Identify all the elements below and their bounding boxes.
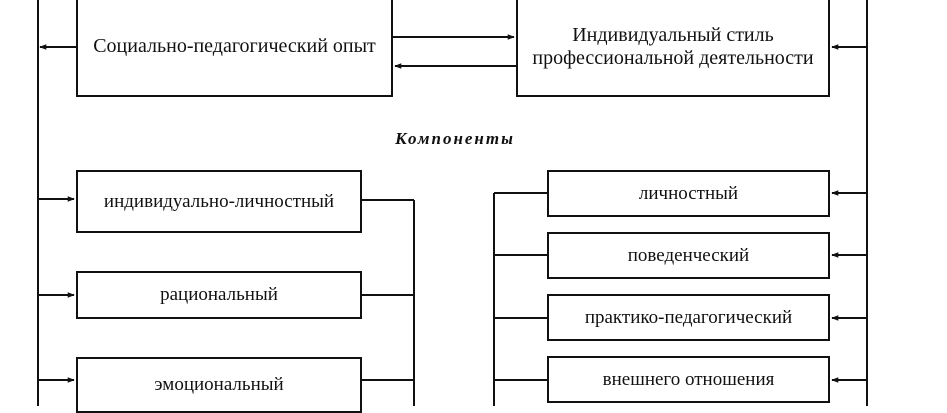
box-individual-personal-label: индивидуально-личностный — [103, 190, 335, 212]
box-personal: личностный — [547, 170, 830, 217]
box-practical-pedagogical: практико-педагогический — [547, 294, 830, 341]
box-external-attitude: внешнего отношения — [547, 356, 830, 403]
box-behavioral: поведенческий — [547, 232, 830, 279]
box-practical-pedagogical-label: практико-педагогический — [584, 306, 793, 328]
box-social-pedagogical-experience-label: Социально-педагогический опыт — [93, 35, 376, 57]
box-emotional: эмоциональный — [76, 357, 362, 413]
box-behavioral-label: поведенческий — [627, 244, 750, 266]
components-heading: Компоненты — [395, 129, 515, 148]
box-individual-style-label: Индивидуальный стиль профессиональной де… — [532, 23, 814, 69]
box-individual-personal: индивидуально-личностный — [76, 170, 362, 233]
box-emotional-label: эмоциональный — [154, 374, 284, 396]
box-individual-style: Индивидуальный стиль профессиональной де… — [516, 0, 830, 97]
box-external-attitude-label: внешнего отношения — [602, 368, 775, 390]
box-rational-label: рациональный — [160, 284, 278, 306]
box-social-pedagogical-experience: Социально-педагогический опыт — [76, 0, 393, 97]
box-rational: рациональный — [76, 271, 362, 319]
box-personal-label: личностный — [638, 182, 739, 204]
